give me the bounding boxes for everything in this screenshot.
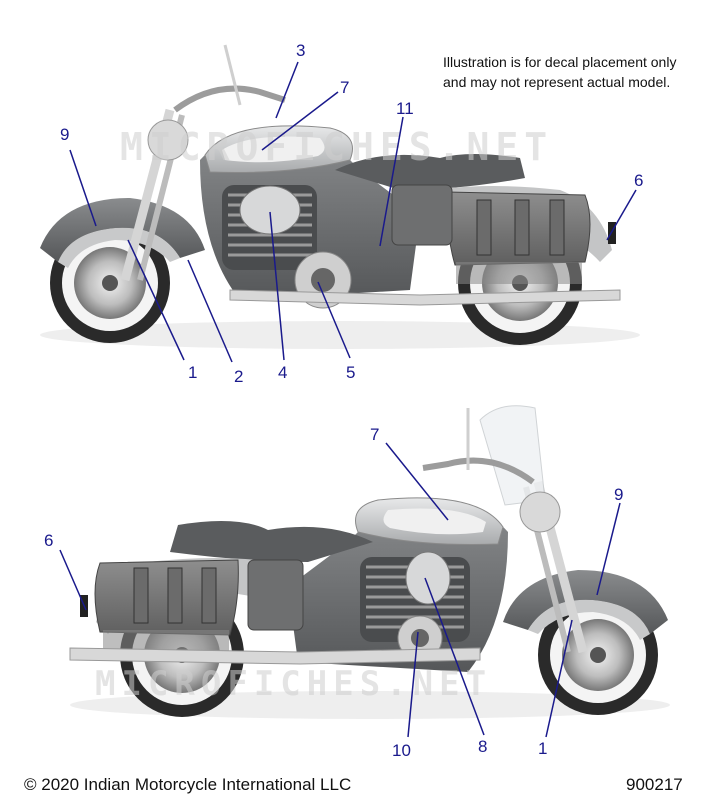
- diagram-code: 900217: [626, 775, 683, 794]
- seat-top: [335, 154, 525, 190]
- callout-numbers-top: 3 7 11 9 6 1 2 4 5: [60, 41, 643, 386]
- saddlebag-bottom: [94, 559, 304, 652]
- callout-6-bottom: 6: [44, 531, 53, 550]
- callout-7-bottom: 7: [370, 425, 379, 444]
- callout-lines-top: [69, 61, 637, 363]
- callout-9-top: 9: [60, 125, 69, 144]
- callout-6-top: 6: [634, 171, 643, 190]
- callout-5-top: 5: [346, 363, 355, 382]
- callout-3-top: 3: [296, 41, 305, 60]
- exhaust-top: [229, 289, 621, 306]
- callout-2-top: 2: [234, 367, 243, 386]
- callout-7-top: 7: [340, 78, 349, 97]
- seat-bottom: [170, 521, 373, 562]
- disclaimer-line-2: and may not represent actual model.: [443, 74, 671, 90]
- callout-8-bottom: 8: [478, 737, 487, 756]
- callout-9-bottom: 9: [614, 485, 623, 504]
- copyright-text: © 2020 Indian Motorcycle International L…: [24, 775, 352, 794]
- exhaust-bottom: [69, 647, 481, 665]
- illustration-disclaimer: Illustration is for decal placement only…: [443, 52, 705, 92]
- callout-numbers-bottom: 7 9 6 10 8 1: [44, 425, 623, 760]
- callout-4-top: 4: [278, 363, 287, 382]
- saddlebag-top: [391, 184, 591, 284]
- svg-text:MICROFICHES.NET: MICROFICHES.NET: [120, 125, 553, 169]
- svg-text:MICROFICHES.NET: MICROFICHES.NET: [95, 664, 492, 704]
- callout-lines-bottom: [59, 442, 621, 738]
- motorcycle-bottom-illustration: [69, 405, 670, 719]
- callout-10-bottom: 10: [392, 741, 411, 760]
- motorcycle-top-illustration: [40, 44, 640, 349]
- callout-1-top: 1: [188, 363, 197, 382]
- disclaimer-line-1: Illustration is for decal placement only: [443, 54, 677, 70]
- callout-11-top: 11: [396, 99, 414, 118]
- front-fender-top: [40, 198, 205, 262]
- callout-1-bottom: 1: [538, 739, 547, 758]
- engine-bottom: [360, 551, 470, 661]
- front-fender-bottom: [503, 570, 668, 634]
